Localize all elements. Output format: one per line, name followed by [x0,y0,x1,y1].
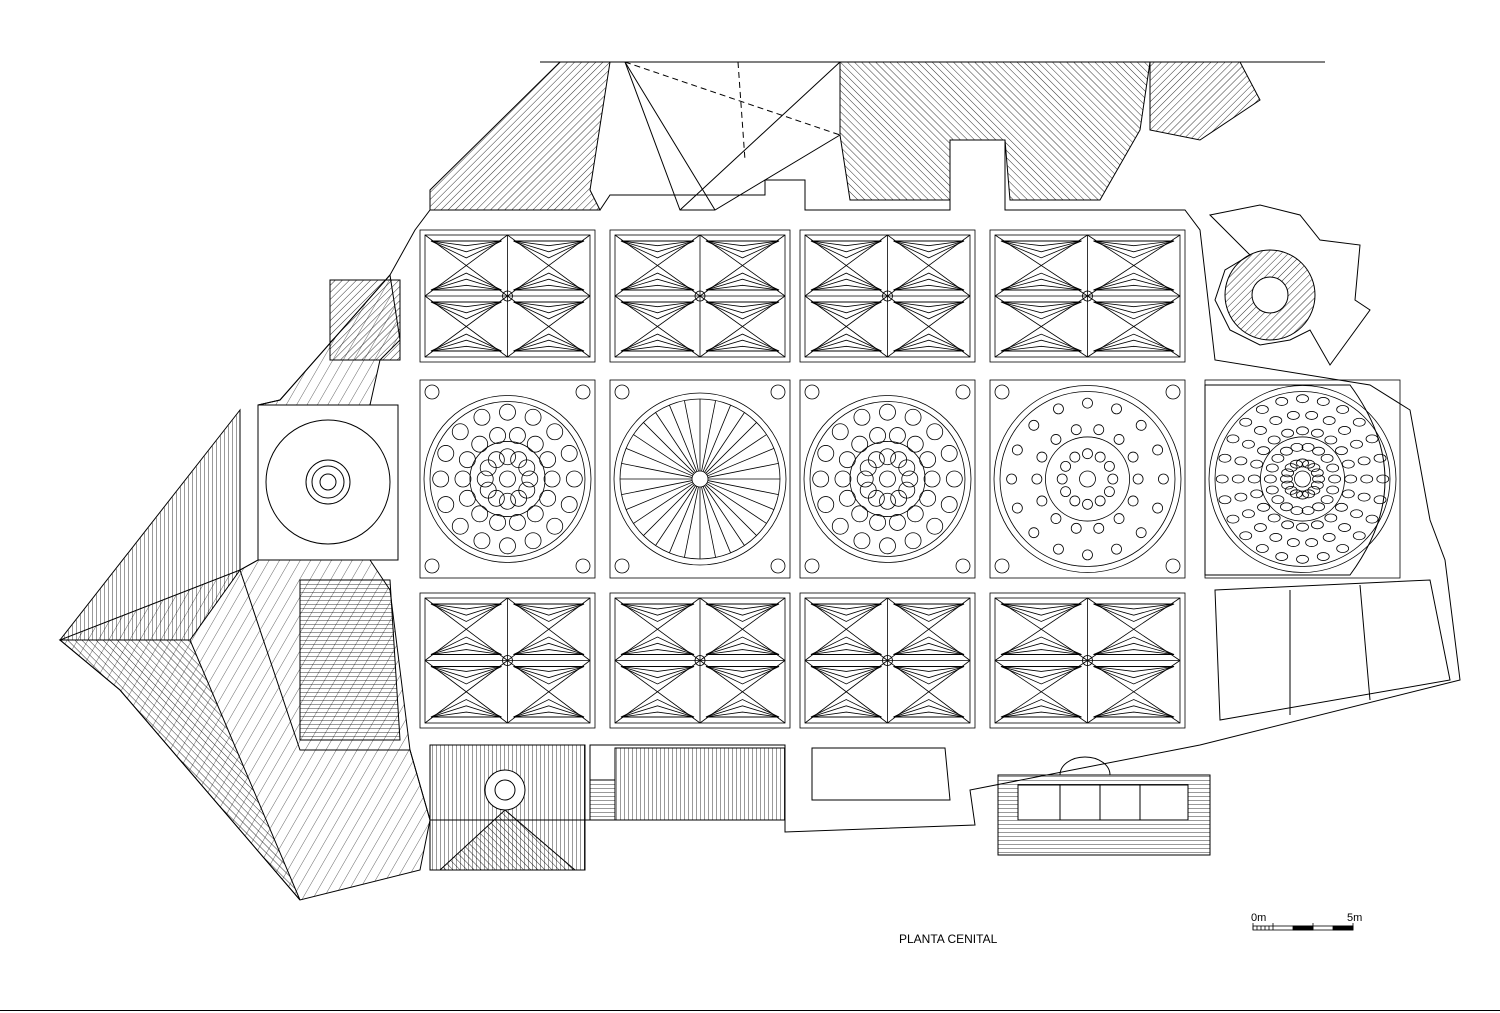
vault-bay-top [989,229,1186,363]
vault-bays [419,229,1401,729]
dome-bay [1204,379,1401,579]
vault-bay-bottom [799,592,976,729]
vault-bay-top [609,229,791,363]
dome-bay [609,379,791,579]
vault-bay-bottom [989,592,1186,729]
dome-bay [989,379,1186,579]
vault-bay-bottom [609,592,791,729]
scale-bar [1252,923,1354,931]
scale-start-label: 0m [1251,912,1267,924]
scale-end-label: 5m [1347,912,1363,924]
vault-bay-bottom [419,592,596,729]
vault-bay-top [419,229,596,363]
sheet-border [0,1010,1500,1011]
dome-bay [799,379,976,579]
dome-bay [419,379,596,579]
drawing-title: PLANTA CENITAL [899,932,998,946]
vault-bay-top [799,229,976,363]
